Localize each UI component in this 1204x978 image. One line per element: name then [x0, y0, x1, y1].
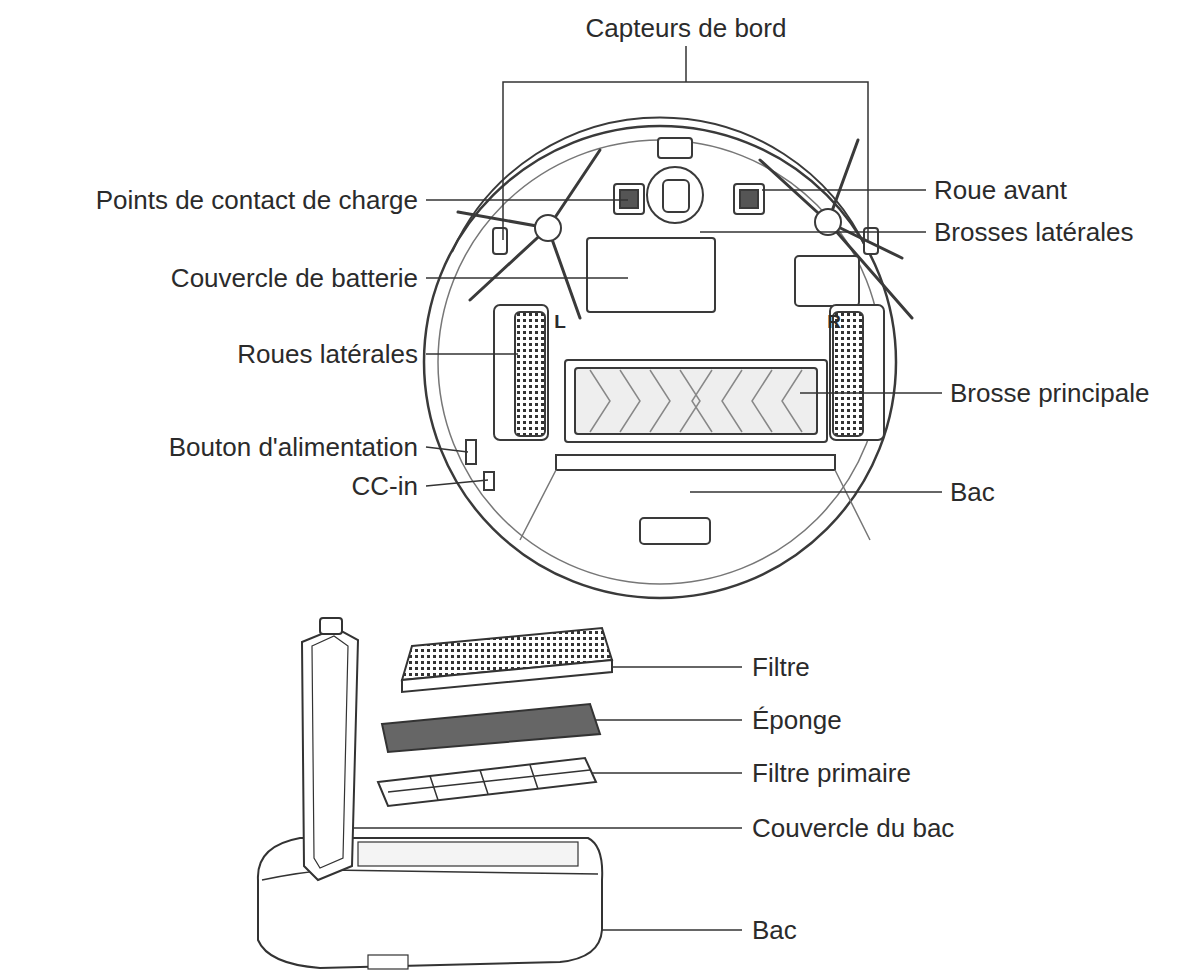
leader-line — [598, 929, 742, 931]
part-label: Bouton d'alimentation — [169, 432, 418, 462]
brush-arm — [470, 228, 548, 300]
charge-contact — [614, 184, 644, 214]
side-wheel-left — [515, 312, 545, 436]
leader-line — [800, 392, 942, 394]
main-brush — [575, 368, 817, 434]
front-wheel-housing — [647, 167, 703, 223]
part-label: Bac — [950, 477, 995, 507]
battery-cover — [587, 238, 715, 312]
leader-line — [690, 491, 942, 493]
brush-bristles — [590, 370, 802, 432]
front-wheel — [663, 180, 689, 212]
cover-plate — [795, 256, 859, 306]
filter-side — [402, 660, 612, 692]
side-brush-left — [458, 150, 600, 318]
leader-line — [426, 480, 488, 486]
leader-line — [700, 231, 926, 233]
dc-in-port — [484, 472, 494, 490]
side-marker: R — [827, 307, 841, 337]
bin-lid — [302, 628, 358, 880]
charge-contact — [734, 184, 764, 214]
side-marker: L — [554, 307, 566, 337]
part-label: Points de contact de charge — [96, 185, 418, 215]
part-label: Roue avant — [934, 175, 1067, 205]
bin-interior — [358, 842, 578, 866]
side-brush-hub — [535, 215, 561, 241]
part-label: Filtre primaire — [752, 758, 911, 788]
bin-tab — [640, 518, 710, 544]
part-label: Couvercle du bac — [752, 813, 954, 843]
bin-lid-inner — [312, 636, 348, 868]
charge-contact-pad — [620, 190, 638, 208]
part-label: Éponge — [752, 705, 842, 735]
dust-bin-parts — [258, 618, 612, 969]
primary-filter — [378, 758, 596, 806]
leader-line — [762, 189, 926, 191]
main-brush-frame — [565, 360, 827, 442]
robot-inner-ring — [438, 140, 882, 584]
charge-contact-pad — [740, 190, 758, 208]
part-label: Bac — [752, 915, 797, 945]
part-label: Brosses latérales — [934, 217, 1133, 247]
part-label: Couvercle de batterie — [171, 263, 418, 293]
leader-line — [426, 277, 628, 279]
part-label: Roues latérales — [237, 339, 418, 369]
leader-line — [426, 353, 518, 355]
bin-foot — [368, 955, 408, 969]
part-label: Brosse principale — [950, 378, 1149, 408]
primary-filter-grid — [388, 765, 590, 800]
bin-latch-edge — [556, 455, 835, 470]
side-brush-right — [760, 140, 912, 318]
part-label: Capteurs de bord — [586, 13, 787, 43]
leader-line — [685, 46, 687, 82]
leader-line — [426, 447, 468, 452]
edge-sensor-front — [658, 138, 692, 158]
part-label: Filtre — [752, 652, 810, 682]
robot-outer-shell — [424, 126, 896, 598]
brush-arm — [548, 150, 600, 228]
wheel-well-left — [494, 305, 548, 440]
brush-arm — [548, 228, 580, 318]
leader-line — [426, 199, 628, 201]
side-brush-hub — [815, 209, 841, 235]
leader-line — [345, 827, 742, 829]
sensor-bracket — [503, 82, 868, 240]
bin-lid-tab — [320, 618, 342, 634]
leader-lines — [345, 46, 942, 930]
sponge — [382, 704, 600, 752]
edge-sensor-left — [493, 228, 507, 254]
part-label: CC-in — [352, 471, 418, 501]
